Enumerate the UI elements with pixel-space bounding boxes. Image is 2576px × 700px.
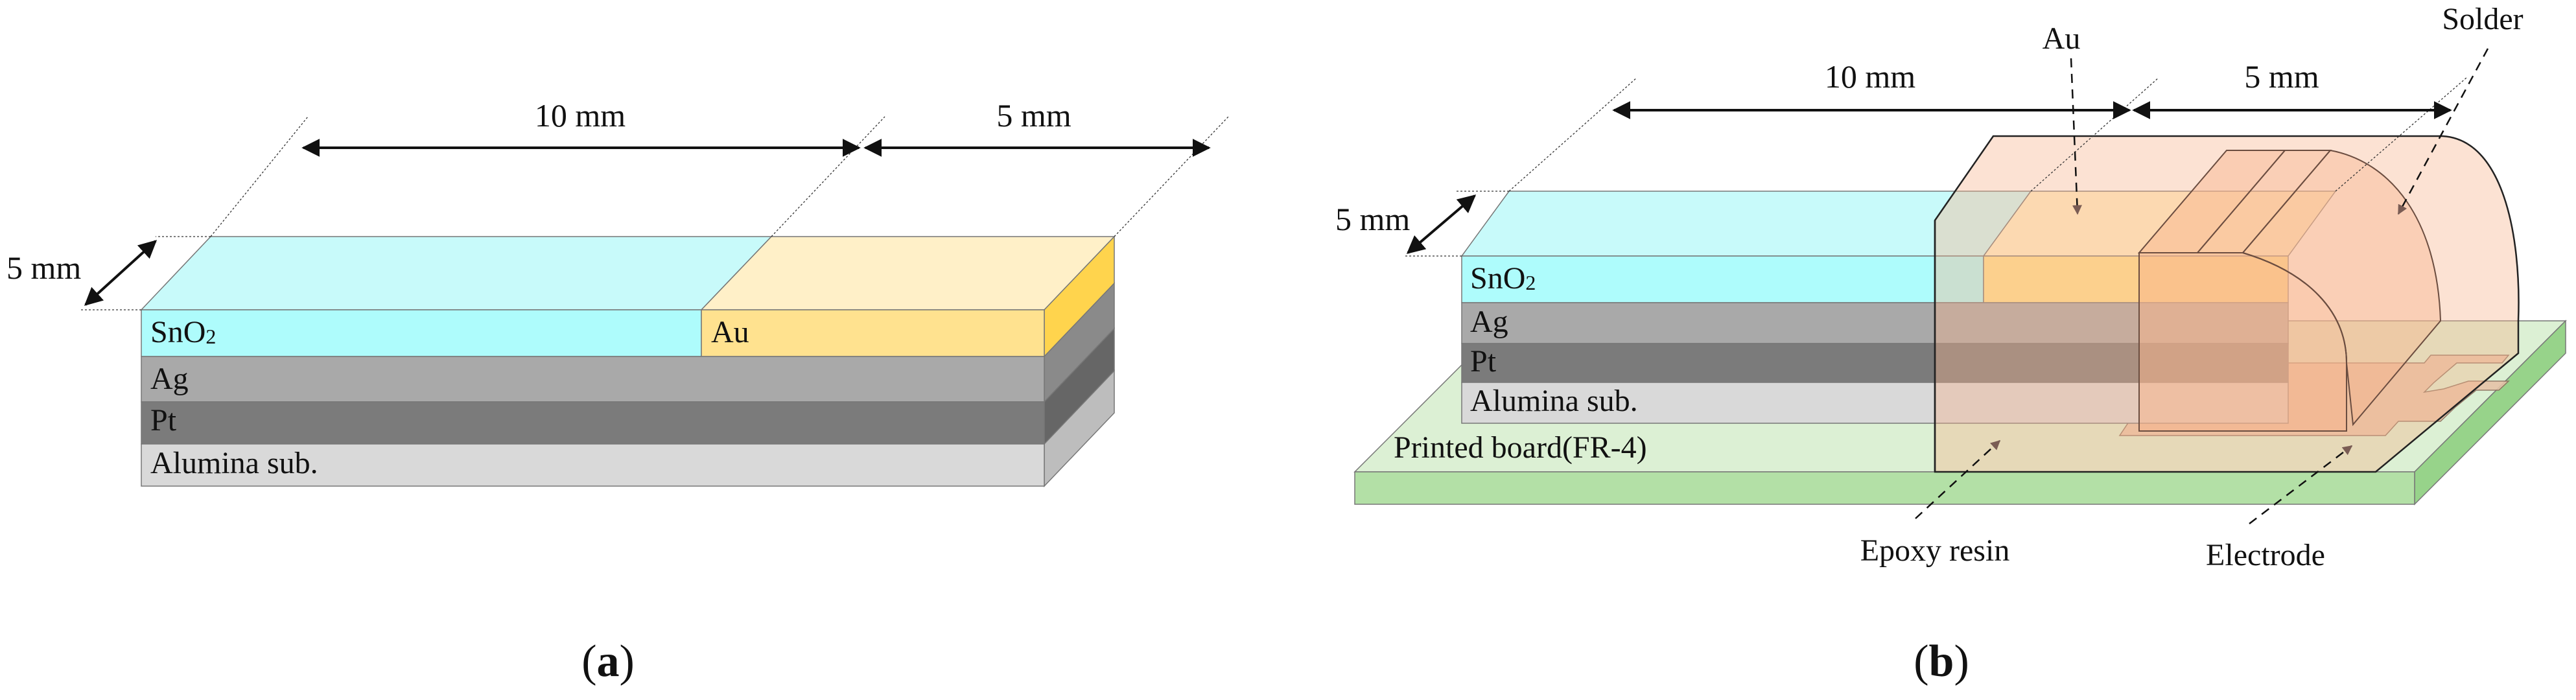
alumina-label: Alumina sub. (150, 446, 318, 480)
au-callout-leader (2070, 58, 2082, 215)
au-dimension-label-b: 5 mm (2244, 58, 2319, 95)
extension-lines (81, 116, 1229, 310)
electrode-callout-leader (2249, 445, 2353, 524)
caption-a: (a) (581, 636, 635, 686)
epoxy-callout-leader (1915, 439, 2001, 519)
alumina-label-b: Alumina sub. (1470, 384, 1638, 418)
sno2-top-face (140, 236, 773, 310)
alumina-layer (141, 443, 1045, 487)
panel-b: SnO2 Ag Pt Alumina sub. Printed board(FR… (1335, 2, 2567, 686)
length-dimension-label: 10 mm (535, 97, 626, 134)
width-dimension-arrow (84, 240, 158, 306)
solder-callout-label: Solder (2442, 2, 2523, 36)
width-dimension-arrow-b (1406, 194, 1477, 254)
au-layer (701, 309, 1045, 357)
sno2-layer (141, 309, 702, 357)
sno2-label-b: SnO2 (1470, 261, 1536, 296)
width-dimension-label: 5 mm (6, 250, 81, 286)
sno2-layer-b (1461, 255, 1984, 303)
solder-callout-leader (2397, 48, 2489, 215)
panel-a: SnO2 Au Ag Pt Alumina sub. 10 mm 5 mm 5 … (6, 97, 1229, 686)
ag-label-b: Ag (1470, 305, 1508, 339)
au-dimension-label: 5 mm (996, 97, 1071, 134)
au-top-face (700, 236, 1116, 310)
sno2-label: SnO2 (150, 315, 216, 349)
au-label: Au (711, 315, 749, 349)
au-callout-label: Au (2043, 21, 2081, 56)
solder-block (2137, 149, 2442, 432)
pt-label: Pt (150, 403, 177, 438)
pt-layer (141, 401, 1045, 445)
extension-lines-b (1403, 77, 2467, 257)
pt-label-b: Pt (1470, 344, 1497, 379)
electrode-callout-label: Electrode (2206, 538, 2325, 572)
epoxy-callout-label: Epoxy resin (1860, 533, 2010, 568)
ag-label: Ag (150, 362, 189, 396)
length-dimension-label-b: 10 mm (1825, 58, 1915, 95)
board-front-face (1354, 471, 2415, 505)
width-dimension-label-b: 5 mm (1335, 201, 1410, 237)
board-label: Printed board(FR-4) (1394, 430, 1647, 465)
caption-b: (b) (1914, 636, 1969, 686)
ag-layer (141, 356, 1045, 402)
